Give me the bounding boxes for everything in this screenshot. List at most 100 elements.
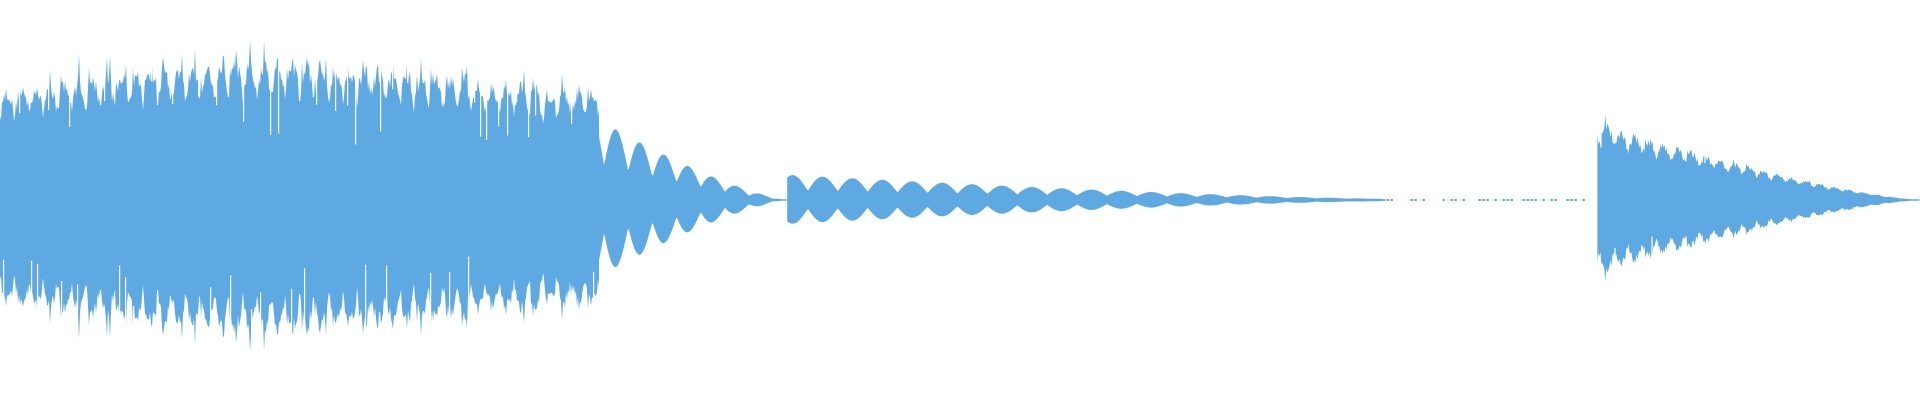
waveform-envelope — [0, 40, 599, 352]
waveform-gap — [474, 36, 476, 103]
waveform-sample — [1502, 199, 1505, 201]
waveform-gap — [1704, 104, 1706, 163]
waveform-gap — [407, 36, 409, 83]
waveform-gap — [141, 315, 143, 364]
waveform-gap — [1881, 104, 1883, 168]
waveform-sample — [1550, 199, 1553, 201]
waveform-gap — [355, 36, 357, 145]
waveform-gap — [468, 256, 470, 364]
waveform-gap — [69, 36, 71, 127]
waveform-gap — [85, 312, 87, 364]
waveform-gap — [159, 36, 161, 92]
waveform-gap — [1627, 104, 1629, 133]
waveform-gap — [528, 36, 530, 137]
waveform-gap — [486, 36, 488, 140]
waveform-gap — [97, 298, 99, 364]
waveform-gap — [1835, 104, 1837, 132]
waveform-sample — [1410, 199, 1413, 201]
waveform-sample — [1478, 199, 1481, 201]
waveform-sample — [1422, 199, 1425, 201]
waveform-sample — [1494, 199, 1497, 201]
waveform-gap — [430, 272, 432, 364]
waveform-sample — [1522, 199, 1525, 201]
waveform-gap — [1905, 104, 1907, 156]
waveform-gap — [392, 36, 394, 90]
waveform-sample — [1542, 199, 1545, 201]
waveform-gap — [291, 288, 293, 364]
waveform-sample — [1554, 199, 1557, 201]
waveform-gap — [582, 292, 584, 364]
waveform-sample — [1390, 199, 1393, 201]
waveform-segment — [1382, 199, 1585, 201]
waveform-gap — [316, 36, 318, 105]
waveform-gap — [516, 36, 518, 103]
waveform-sample — [1566, 199, 1569, 201]
waveform-gap — [1859, 251, 1861, 296]
waveform-gap — [278, 36, 280, 134]
waveform-gap — [216, 36, 218, 106]
waveform-gap — [125, 277, 127, 364]
waveform-gap — [260, 292, 262, 364]
waveform-gap — [1672, 104, 1674, 139]
waveform-gap — [1614, 248, 1616, 296]
waveform-sample — [1414, 199, 1417, 201]
waveform-gap — [251, 309, 253, 364]
waveform-gap — [1741, 248, 1743, 296]
waveform-gap — [1749, 104, 1751, 132]
waveform-gap — [243, 36, 245, 122]
waveform-gap — [1642, 104, 1644, 137]
waveform-gap — [1735, 268, 1737, 296]
waveform-segment — [1597, 104, 1920, 296]
waveform-gap — [1870, 238, 1872, 296]
waveform-gap — [133, 305, 135, 364]
waveform-gap — [365, 264, 367, 364]
waveform-sample — [1454, 199, 1457, 201]
waveform-gap — [347, 36, 349, 106]
waveform-gap — [380, 36, 382, 132]
waveform-gap — [172, 36, 174, 105]
waveform-gap — [1651, 236, 1653, 296]
waveform-gap — [185, 299, 187, 364]
waveform-gap — [1794, 252, 1796, 296]
waveform-gap — [335, 36, 337, 111]
waveform-gap — [1770, 244, 1772, 296]
waveform-sample — [1534, 199, 1537, 201]
waveform-sample — [1462, 199, 1465, 201]
waveform-segment — [787, 175, 1383, 224]
waveform-gap — [593, 271, 595, 364]
waveform-gap — [1809, 234, 1811, 296]
waveform-gap — [559, 305, 561, 364]
waveform-gap — [571, 36, 573, 124]
waveform-gap — [386, 265, 388, 364]
waveform-sample — [1482, 199, 1485, 201]
waveform-gap — [304, 268, 306, 364]
waveform-gap — [37, 263, 39, 364]
waveform-gap — [61, 281, 63, 364]
waveform-gap — [104, 36, 106, 101]
waveform-gap — [13, 36, 15, 102]
waveform-envelope — [787, 175, 1383, 224]
waveform-gap — [1758, 248, 1760, 296]
waveform-sample — [1442, 199, 1445, 201]
waveform-gap — [151, 36, 153, 82]
waveform-gap — [416, 36, 418, 78]
waveform-sample — [1386, 199, 1389, 201]
waveform-gap — [198, 36, 200, 97]
waveform-gap — [48, 36, 50, 111]
waveform-gap — [449, 272, 451, 364]
waveform-sample — [1582, 199, 1585, 201]
waveform-gap — [1723, 104, 1725, 136]
waveform-envelope — [1597, 115, 1920, 281]
waveform-gap — [498, 36, 500, 127]
waveform-segment — [599, 129, 787, 267]
waveform-segment — [0, 36, 599, 364]
waveform-gap — [1847, 104, 1849, 152]
waveform-gap — [31, 260, 33, 364]
waveform-gap — [1822, 104, 1824, 166]
waveform-sample — [1574, 199, 1577, 201]
waveform-gap — [458, 36, 460, 84]
waveform-envelope — [599, 129, 787, 267]
waveform-sample — [1510, 199, 1513, 201]
